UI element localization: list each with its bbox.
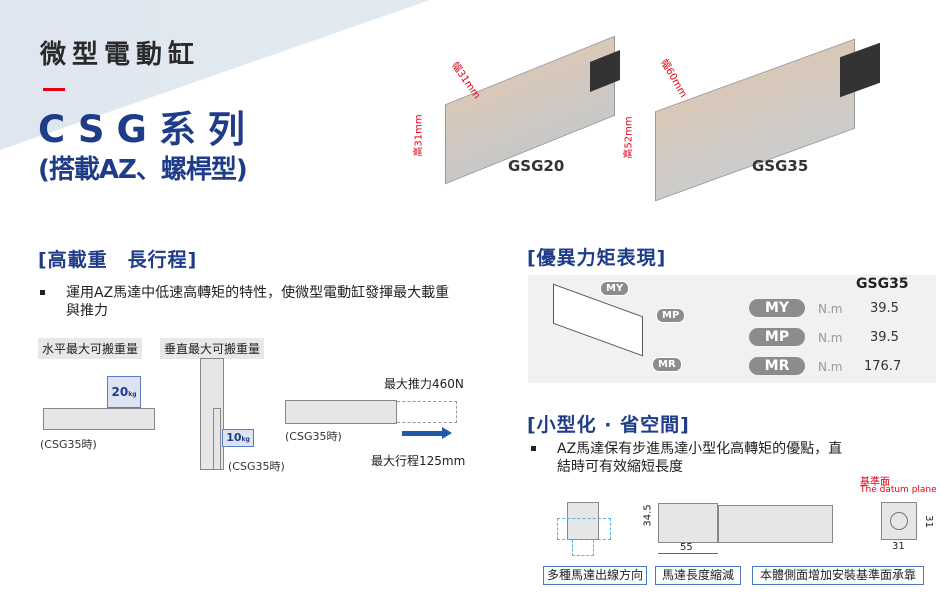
load-section-title: [高載重 長行程] <box>38 249 198 271</box>
compact-section-title: [小型化 · 省空間] <box>527 414 690 436</box>
feature-box-motor-direction: 多種馬達出線方向 <box>543 566 647 585</box>
horizontal-load-tag: 水平最大可搬重量 <box>38 338 143 359</box>
dim-side-width: 31 <box>892 541 905 552</box>
feature-box-length-reduction: 馬達長度縮減 <box>655 566 741 585</box>
moment-unit: N.m <box>818 331 843 345</box>
compact-bullet: AZ馬達保有步進馬達小型化高轉矩的優點，直結時可有效縮短長度 <box>531 440 847 476</box>
width-label: 幅60mm <box>658 57 689 100</box>
moment-unit: N.m <box>818 302 843 316</box>
series-subtitle: (搭載AZ、螺桿型) <box>38 155 248 185</box>
dim-length: 55 <box>680 542 693 553</box>
max-thrust: 最大推力460N <box>384 377 464 391</box>
vertical-note: (CSG35時) <box>228 460 285 473</box>
height-label: 高31mm <box>413 114 425 157</box>
moment-panel: MY MP MR GSG35 MY N.m 39.5 MP N.m 39.5 M… <box>528 275 936 383</box>
moment-diagram <box>553 283 643 357</box>
series-title: CSG系列 <box>38 108 257 151</box>
diagram-label-mp: MP <box>656 308 686 323</box>
height-label: 高52mm <box>623 116 635 159</box>
moment-label: MR <box>749 357 805 375</box>
datum-label-cn: 基準面 <box>860 477 890 488</box>
vertical-load-tag: 垂直最大可搬重量 <box>160 338 265 359</box>
red-divider <box>43 88 65 91</box>
dim-height: 34.5 <box>642 504 654 527</box>
unit: kg <box>241 436 250 443</box>
unit: kg <box>128 391 137 398</box>
moment-model: GSG35 <box>856 276 909 292</box>
diagram-label-mr: MR <box>652 357 682 372</box>
load-bullet: 運用AZ馬達中低速高轉矩的特性，使微型電動缸發揮最大載重與推力 <box>40 284 456 320</box>
horizontal-load-value: 20 <box>111 385 129 399</box>
feature-box-datum-plane: 本體側面增加安裝基準面承靠 <box>752 566 924 585</box>
moment-label: MY <box>749 299 805 317</box>
category-title: 微型電動缸 <box>40 40 201 70</box>
moment-unit: N.m <box>818 360 843 374</box>
moment-label: MP <box>749 328 805 346</box>
product-gsg35-label: GSG35 <box>752 157 809 175</box>
product-gsg20-label: GSG20 <box>508 157 565 175</box>
datum-label-en: The datum plane <box>860 485 937 495</box>
stroke-note: (CSG35時) <box>285 430 342 443</box>
vertical-load-value: 10 <box>226 431 242 444</box>
load-bullet-text: 運用AZ馬達中低速高轉矩的特性，使微型電動缸發揮最大載重與推力 <box>66 285 450 319</box>
bullet-icon <box>531 446 536 451</box>
horizontal-note: (CSG35時) <box>40 438 97 451</box>
moment-section-title: [優異力矩表現] <box>527 247 667 269</box>
moment-value: 39.5 <box>870 301 899 316</box>
diagram-label-my: MY <box>600 281 630 296</box>
moment-value: 39.5 <box>870 330 899 345</box>
bullet-icon <box>40 290 45 295</box>
moment-value: 176.7 <box>864 359 902 374</box>
max-stroke: 最大行程125mm <box>371 454 466 468</box>
dim-side-height: 31 <box>922 515 934 528</box>
arrow-right-icon <box>402 431 444 436</box>
compact-bullet-text: AZ馬達保有步進馬達小型化高轉矩的優點，直結時可有效縮短長度 <box>557 441 843 475</box>
